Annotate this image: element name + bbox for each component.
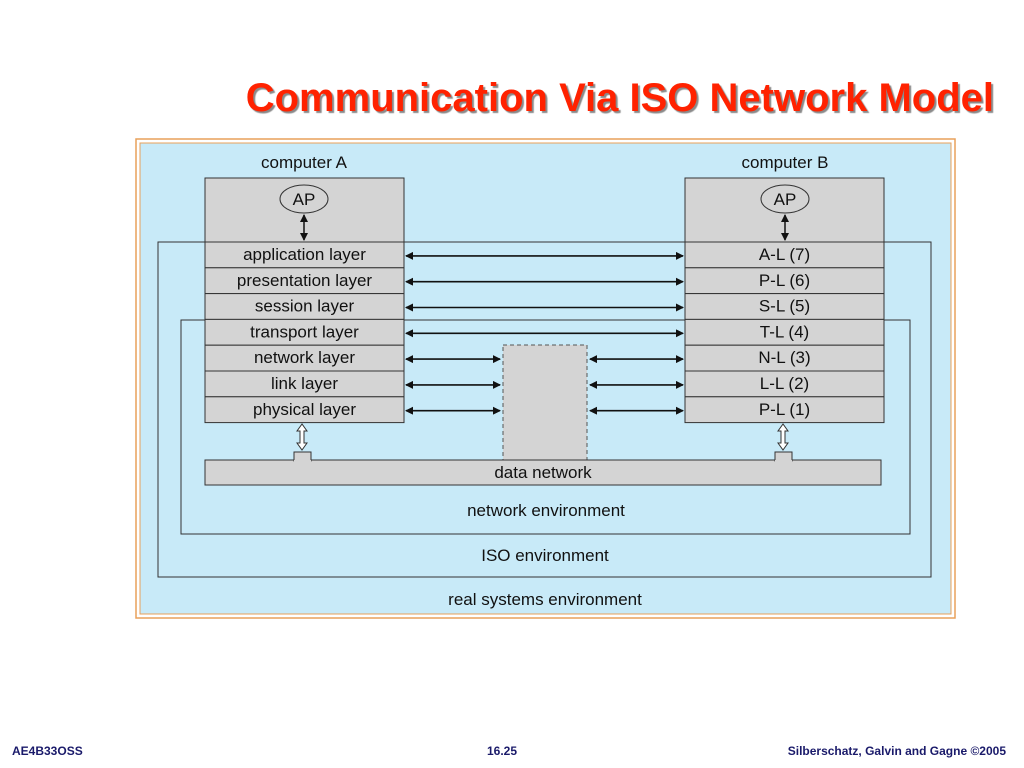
- computer-a-layer-box: [204, 241, 405, 269]
- computer-b-ap-label: AP: [774, 190, 797, 209]
- computer-b-layer-label: N-L (3): [758, 348, 810, 367]
- computer-a-layer-label: network layer: [254, 348, 355, 367]
- peer-arrows: [405, 251, 684, 415]
- real-systems-environment-label: real systems environment: [448, 590, 642, 609]
- network-environment-box: [180, 319, 911, 535]
- data-network-tab-a: [293, 451, 312, 462]
- computer-a-layer-label: transport layer: [250, 322, 359, 341]
- computer-b-layer-box: [684, 293, 885, 320]
- computer-b-layer-box: [684, 318, 885, 346]
- iso-environment-box: [157, 241, 932, 578]
- physical-link-arrow-b: [777, 423, 789, 451]
- computer-b-layer-label: S-L (5): [759, 297, 810, 316]
- footer-course-code: AE4B33OSS: [12, 744, 83, 758]
- intermediate-node: [502, 344, 588, 461]
- computer-b-layer-stack: A-L (7) P-L (6) S-L (5) T-L (4) N-L (3) L-L (…: [684, 241, 885, 424]
- footer-slide-number: 16.25: [487, 744, 518, 758]
- title-area: Communication Via ISO Network Model: [0, 38, 1024, 120]
- computer-b-layer-label: A-L (7): [759, 245, 810, 264]
- iso-environment-label: ISO environment: [481, 546, 609, 565]
- computer-a-layer-box: [204, 318, 405, 346]
- computer-a-layer-label: link layer: [271, 374, 338, 393]
- computer-b-layer-box: [684, 267, 885, 295]
- computer-a-layer-label: presentation layer: [237, 271, 372, 290]
- data-network-tab-b: [774, 451, 793, 462]
- computer-b-label: computer B: [742, 153, 829, 172]
- computer-b-layer-label: P-L (1): [759, 400, 810, 419]
- data-network-bar: [204, 459, 882, 486]
- computer-a-layer-box: [204, 370, 405, 398]
- computer-a-layer-stack: application layer presentation layer sessi…: [204, 241, 405, 424]
- diagram-frame-outer: [135, 138, 956, 619]
- computer-b-layer-box: [684, 344, 885, 372]
- computer-a-layer-box: [204, 293, 405, 320]
- physical-link-arrow-a: [296, 423, 308, 451]
- computer-b-layer-label: L-L (2): [760, 374, 809, 393]
- computer-b-ap-oval: [760, 184, 810, 214]
- computer-b-layer-box: [684, 241, 885, 269]
- network-environment-label: network environment: [467, 501, 625, 520]
- data-network-label: data network: [494, 463, 592, 482]
- computer-b-layer-box: [684, 370, 885, 398]
- computer-b-layer-box: [684, 396, 885, 424]
- computer-a-layer-label: application layer: [243, 245, 366, 264]
- computer-a-layer-box: [204, 267, 405, 295]
- computer-a-layer-box: [204, 396, 405, 424]
- computer-a-label: computer A: [261, 153, 348, 172]
- computer-a-layer-box: [204, 344, 405, 372]
- footer-copyright: Silberschatz, Galvin and Gagne ©2005: [787, 744, 1006, 758]
- computer-a-layer-label: physical layer: [253, 400, 356, 419]
- computer-a-ap-label: AP: [293, 190, 316, 209]
- computer-a-ap-oval: [279, 184, 329, 214]
- computer-a-layer-label: session layer: [255, 297, 355, 316]
- computer-b-layer-label: T-L (4): [760, 322, 809, 341]
- computer-b-layer-label: P-L (6): [759, 271, 810, 290]
- slide-title: Communication Via ISO Network Model: [245, 76, 994, 120]
